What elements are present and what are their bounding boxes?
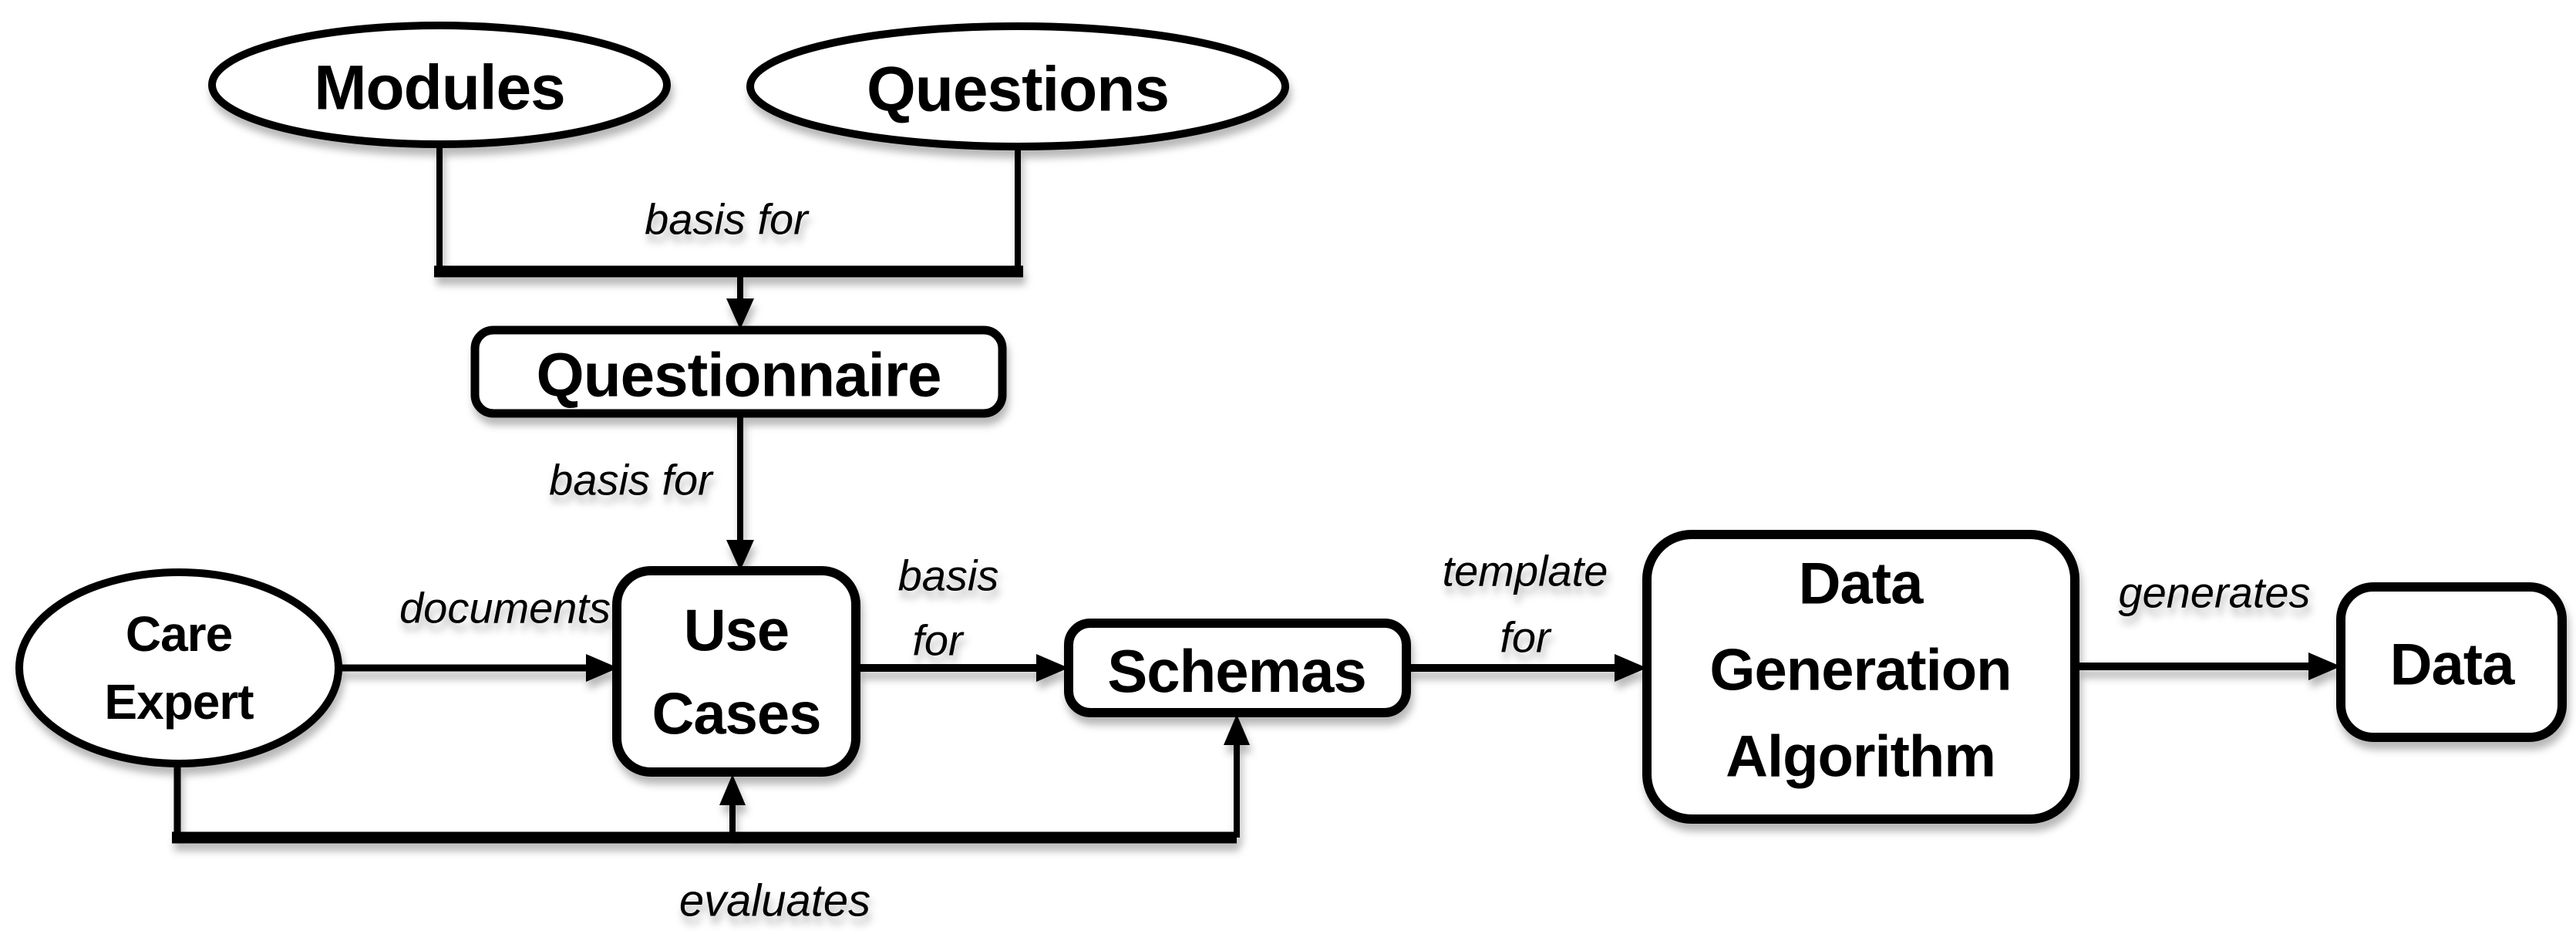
node-questionnaire-label: Questionnaire <box>537 341 941 410</box>
node-data-label: Data <box>2390 632 2515 698</box>
node-use-cases: Use Cases <box>612 566 860 777</box>
node-use-cases-label-line2: Cases <box>652 682 821 747</box>
edge-label-for2: for <box>1500 613 1552 662</box>
node-data-generation-algorithm-label-line3: Algorithm <box>1726 724 1995 790</box>
node-care-expert-label-line1: Care <box>126 606 232 662</box>
node-modules: Modules <box>208 22 671 148</box>
arrowhead-into-use-cases-left <box>586 654 618 682</box>
node-schemas-shape <box>1064 619 1411 717</box>
node-modules-shape <box>208 22 671 148</box>
edge-label-evaluates: evaluates <box>679 876 870 926</box>
node-questions-shape <box>746 22 1289 150</box>
node-questions-label: Questions <box>867 55 1169 125</box>
arrowhead-into-data-left <box>2308 652 2341 680</box>
edge-label-for: for <box>912 616 965 665</box>
node-use-cases-label-line1: Use <box>684 599 789 664</box>
node-data-generation-algorithm-label-line2: Generation <box>1709 638 2011 703</box>
edge-algorithm-to-data: generates <box>2075 568 2341 680</box>
arrowhead-into-schemas-left <box>1036 654 1069 682</box>
node-questionnaire-shape <box>470 325 1007 418</box>
edge-label-generates: generates <box>2118 568 2310 617</box>
edge-label-basis: basis <box>898 551 999 600</box>
node-data: Data <box>2336 582 2567 742</box>
arrowhead-into-algorithm-left <box>1615 654 1647 682</box>
edge-modules-questions-to-questionnaire: basis for <box>434 139 1023 329</box>
edge-label-template: template <box>1443 547 1608 595</box>
node-data-generation-algorithm: Data Generation Algorithm <box>1642 530 2079 824</box>
node-schemas: Schemas <box>1064 619 1411 717</box>
edge-care-expert-evaluates: evaluates <box>172 714 1250 926</box>
edge-label-basis-for-top: basis for <box>645 195 810 244</box>
node-care-expert-shape <box>15 568 342 767</box>
edge-use-cases-to-schemas: basis for <box>856 551 1069 682</box>
node-use-cases-shape <box>612 566 860 777</box>
edge-label-documents: documents <box>399 584 611 632</box>
edge-questionnaire-to-use-cases: basis for <box>549 413 754 571</box>
node-schemas-label: Schemas <box>1107 637 1366 705</box>
node-data-generation-algorithm-shape <box>1642 530 2079 824</box>
node-data-shape <box>2336 582 2567 742</box>
edge-schemas-to-algorithm: template for <box>1406 547 1647 682</box>
arrowhead-into-schemas-bottom <box>1224 714 1250 745</box>
arrowhead-into-use-cases-top <box>726 540 754 571</box>
arrowhead-into-questionnaire <box>726 298 754 329</box>
edge-care-expert-to-use-cases: documents <box>336 584 618 682</box>
node-questions: Questions <box>746 22 1289 150</box>
node-care-expert: Care Expert <box>15 568 342 767</box>
node-care-expert-label-line2: Expert <box>104 674 254 730</box>
node-questionnaire: Questionnaire <box>470 325 1007 418</box>
edge-label-basis-for-mid: basis for <box>549 456 714 504</box>
arrowhead-into-use-cases-bottom <box>719 774 746 805</box>
node-data-generation-algorithm-label-line1: Data <box>1799 551 1924 617</box>
node-modules-label: Modules <box>314 53 565 123</box>
